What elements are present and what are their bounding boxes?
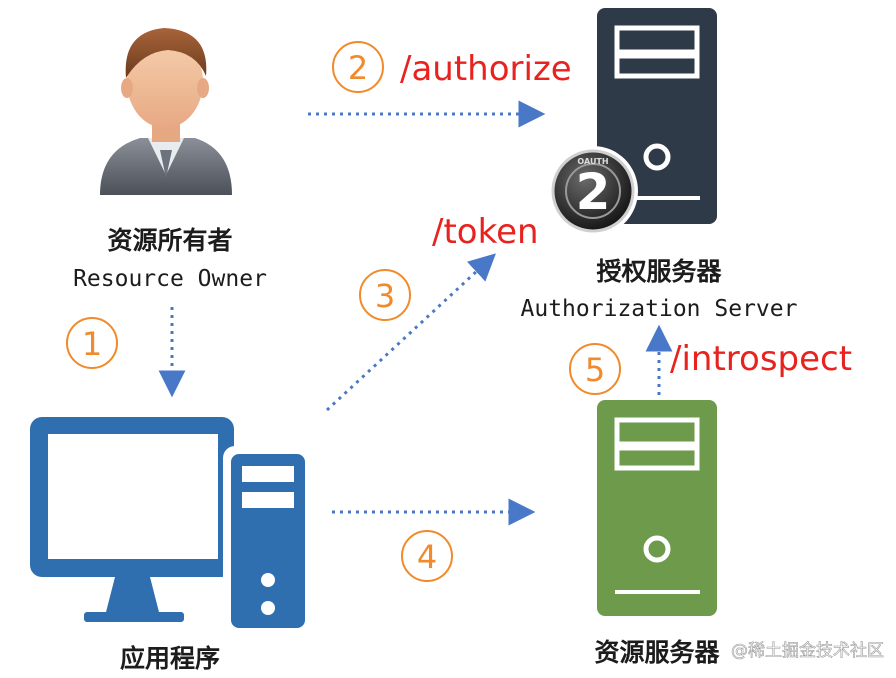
authorization-server: OAUTH 2 授权服务器 Authorization Server [521,8,798,322]
step-4-marker: 4 [401,530,453,582]
step-2-marker: 2 [332,41,384,93]
step-5-number: 5 [585,351,605,389]
step-2-number: 2 [348,49,368,87]
step-3-number: 3 [375,277,395,315]
step-markers: 1 2 3 4 5 [66,41,621,582]
application: 应用程序 [30,417,313,673]
oauth2-badge-icon: OAUTH 2 [548,146,638,236]
step-4-number: 4 [417,538,437,576]
endpoint-token: /token [432,212,539,252]
authorization-server-label-cn: 授权服务器 [596,257,722,286]
step-1-number: 1 [82,325,102,363]
resource-owner: 资源所有者 Resource Owner [73,28,267,292]
flow-arrows [158,100,673,526]
endpoint-labels: /authorize /token /introspect [400,49,852,379]
oauth-badge-text: OAUTH [577,157,608,166]
watermark: @稀土掘金技术社区 [731,641,884,661]
server-icon [597,400,717,616]
endpoint-authorize: /authorize [400,49,572,89]
resource-server-label-cn: 资源服务器 [594,638,720,667]
application-label-cn: 应用程序 [120,644,220,673]
authorization-server-label-en: Authorization Server [521,296,798,322]
step-1-marker: 1 [66,317,118,369]
arrow-step-3 [325,253,496,412]
resource-server: 资源服务器 [594,400,720,667]
person-icon [100,28,232,195]
endpoint-introspect: /introspect [670,339,852,379]
computer-icon [30,417,313,636]
step-3-marker: 3 [359,269,411,321]
resource-owner-label-cn: 资源所有者 [107,226,232,255]
oauth-badge-number: 2 [576,163,611,221]
step-5-marker: 5 [569,343,621,395]
resource-owner-label-en: Resource Owner [73,266,267,292]
